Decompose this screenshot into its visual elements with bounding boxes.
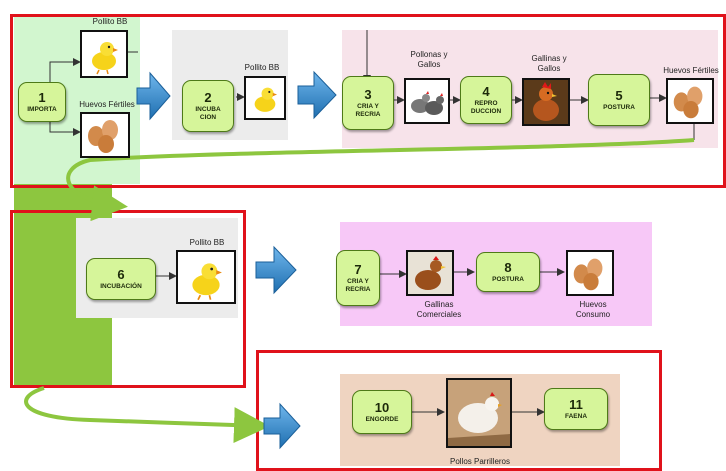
caption-gallinas-y-gallos: Gallinas y Gallos <box>531 54 567 73</box>
step-label: IMPORTA <box>27 105 57 113</box>
caption-huevos-fertiles-right: Huevos Fértiles <box>663 66 719 75</box>
step-number: 3 <box>364 86 372 102</box>
step-label: FAENA <box>564 412 588 420</box>
green-curve-to-incubacion <box>66 138 695 222</box>
step-number: 1 <box>38 89 46 105</box>
step-label: REPRO DUCCION <box>470 99 502 115</box>
rooster-icon <box>522 78 570 126</box>
broiler-icon <box>446 378 512 448</box>
step-8-postura: 8 POSTURA <box>476 252 540 292</box>
caption-pollito-bb-top: Pollito BB <box>92 17 128 26</box>
step-label: CRIA Y RECRIA <box>345 277 371 293</box>
hen-icon <box>406 250 454 296</box>
chick-icon <box>244 76 286 120</box>
step-2-incubacion: 2 INCUBA CION <box>182 80 234 132</box>
caption-pollos-parrilleros: Pollos Parrilleros <box>449 457 511 466</box>
step-number: 6 <box>117 266 125 282</box>
connector-1-eggs <box>49 118 81 136</box>
step-label: ENGORDE <box>365 415 399 423</box>
frame-reproduccion <box>10 14 726 188</box>
block-arrow-icon <box>255 245 297 295</box>
connector-1-chick <box>49 58 81 82</box>
block-arrow-icon <box>297 70 337 120</box>
caption-pollito-bb-2: Pollito BB <box>244 63 280 72</box>
block-arrow-icon <box>263 402 301 450</box>
step-number: 5 <box>615 87 623 103</box>
caption-gallinas-comerciales: Gallinas Comerciales <box>416 300 462 319</box>
step-11-faena: 11 FAENA <box>544 388 608 430</box>
step-label: POSTURA <box>492 275 524 283</box>
eggs-icon <box>566 250 614 296</box>
step-6-incubacion: 6 INCUBACIÓN <box>86 258 156 300</box>
step-4-reproduccion: 4 REPRO DUCCION <box>460 76 512 124</box>
step-number: 10 <box>374 399 390 415</box>
caption-huevos-fertiles-left: Huevos Fértiles <box>79 100 135 109</box>
eggs-icon <box>666 78 714 124</box>
green-curve-to-engorde <box>24 386 270 444</box>
caption-pollonas-y-gallos: Pollonas y Gallos <box>410 50 448 69</box>
hens-icon <box>404 78 450 124</box>
chick-icon <box>80 30 128 78</box>
caption-huevos-consumo: Huevos Consumo <box>575 300 611 319</box>
step-number: 7 <box>354 261 362 277</box>
eggs-icon <box>80 112 130 158</box>
frame-incubacion <box>10 210 246 388</box>
step-10-engorde: 10 ENGORDE <box>352 390 412 434</box>
step-3-cria-recria: 3 CRIA Y RECRIA <box>342 76 394 130</box>
step-number: 4 <box>482 83 490 99</box>
step-number: 11 <box>569 396 583 412</box>
step-label: CRIA Y RECRIA <box>355 102 381 118</box>
step-number: 2 <box>204 89 212 105</box>
caption-pollito-bb-6: Pollito BB <box>189 238 225 247</box>
step-label: POSTURA <box>603 103 635 111</box>
block-arrow-icon <box>136 71 171 121</box>
step-label: INCUBA CION <box>195 105 221 121</box>
step-5-postura: 5 POSTURA <box>588 74 650 126</box>
step-number: 8 <box>504 259 512 275</box>
step-label: INCUBACIÓN <box>100 282 142 290</box>
chick-icon <box>176 250 236 304</box>
step-7-cria-recria: 7 CRIA Y RECRIA <box>336 250 380 306</box>
step-1-importa: 1 IMPORTA <box>18 82 66 122</box>
